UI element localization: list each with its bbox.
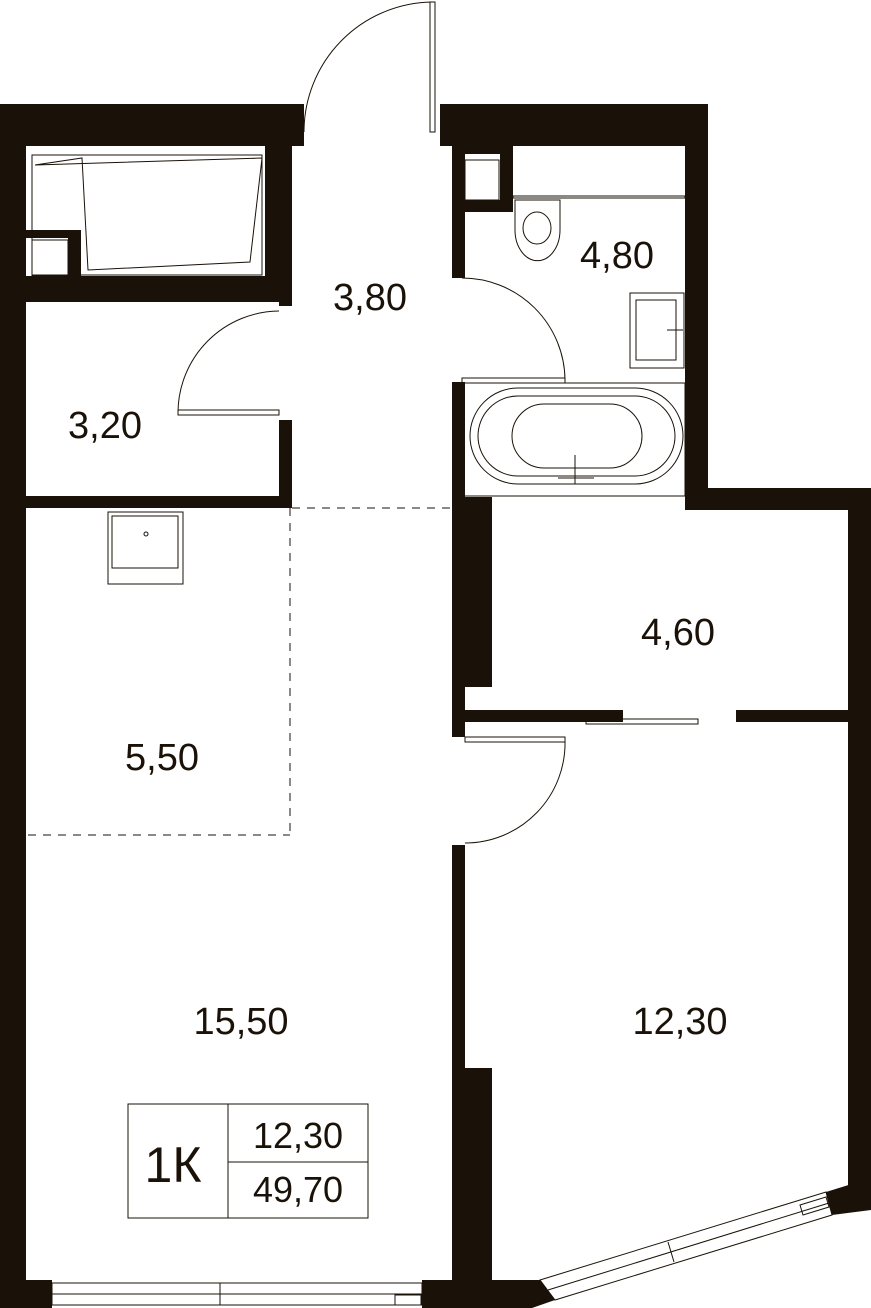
room-area-living: 15,50 bbox=[193, 1001, 288, 1043]
fixtures bbox=[31, 154, 830, 1306]
walls bbox=[0, 104, 871, 1308]
room-area-loggia: 4,60 bbox=[641, 612, 715, 654]
living-area-value: 12,30 bbox=[253, 1115, 343, 1156]
kitchen-zone bbox=[28, 507, 452, 836]
apartment-type: 1К bbox=[145, 1137, 202, 1193]
room-area-bedroom: 12,30 bbox=[632, 1001, 727, 1043]
doors bbox=[177, 1, 699, 844]
apartment-info-box: 1К 12,30 49,70 bbox=[127, 1103, 369, 1219]
windows bbox=[51, 1191, 833, 1306]
room-area-kitchen: 5,50 bbox=[125, 737, 199, 779]
room-area-bathroom: 4,80 bbox=[580, 235, 654, 277]
room-area-hallway: 3,80 bbox=[333, 277, 407, 319]
room-area-storage: 3,20 bbox=[68, 405, 142, 447]
total-area-value: 49,70 bbox=[253, 1169, 343, 1210]
